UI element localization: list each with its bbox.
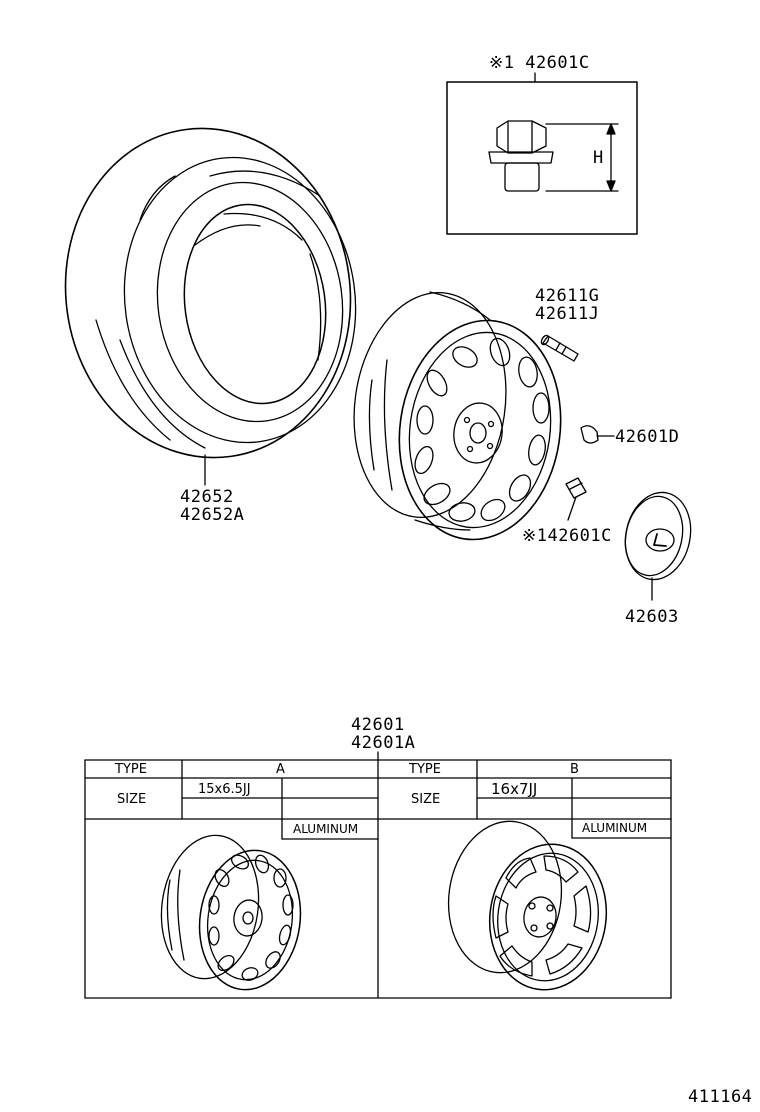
valve-callout-2: 42611J bbox=[535, 304, 600, 324]
valve-stem bbox=[540, 334, 579, 362]
type-header-b: TYPE bbox=[409, 762, 441, 777]
tire-callout-1: 42652 bbox=[180, 487, 234, 507]
hub-cap-callout: 42603 bbox=[625, 607, 679, 627]
height-dimension-label: H bbox=[593, 148, 604, 168]
size-value-a: 15x6.5JJ bbox=[198, 782, 251, 797]
size-header-b: SIZE bbox=[411, 792, 441, 807]
hub-cap bbox=[624, 491, 692, 601]
size-header-a: SIZE bbox=[117, 792, 147, 807]
lug-nut-callout: ※142601C bbox=[522, 526, 612, 546]
spec-table bbox=[84, 751, 672, 999]
wheel-callout-2: 42601A bbox=[351, 733, 416, 753]
type-header-a: TYPE bbox=[115, 762, 147, 777]
wheel-type-b bbox=[447, 820, 608, 991]
type-value-b: B bbox=[570, 762, 579, 777]
diagram-id: 411164 bbox=[688, 1087, 753, 1107]
wheel-type-a bbox=[160, 834, 302, 991]
tire-callout-2: 42652A bbox=[180, 505, 245, 525]
lug-nut bbox=[565, 477, 587, 521]
tire-illustration bbox=[64, 127, 357, 486]
lug-nut-detail bbox=[446, 72, 638, 235]
wheel-callout-1: 42601 bbox=[351, 715, 405, 735]
type-value-a: A bbox=[276, 762, 285, 777]
material-b: ALUMINUM bbox=[582, 821, 648, 835]
size-value-b: 16x7JJ bbox=[491, 780, 538, 798]
wheel-spoke-openings bbox=[414, 337, 550, 522]
material-a: ALUMINUM bbox=[293, 822, 359, 836]
wheel-illustration bbox=[353, 291, 562, 541]
lug-nut-detail-callout: ※1 42601C bbox=[489, 53, 590, 73]
balance-weight bbox=[580, 425, 615, 444]
brand-logo bbox=[653, 533, 667, 547]
weight-callout: 42601D bbox=[615, 427, 680, 447]
valve-callout-1: 42611G bbox=[535, 286, 600, 306]
